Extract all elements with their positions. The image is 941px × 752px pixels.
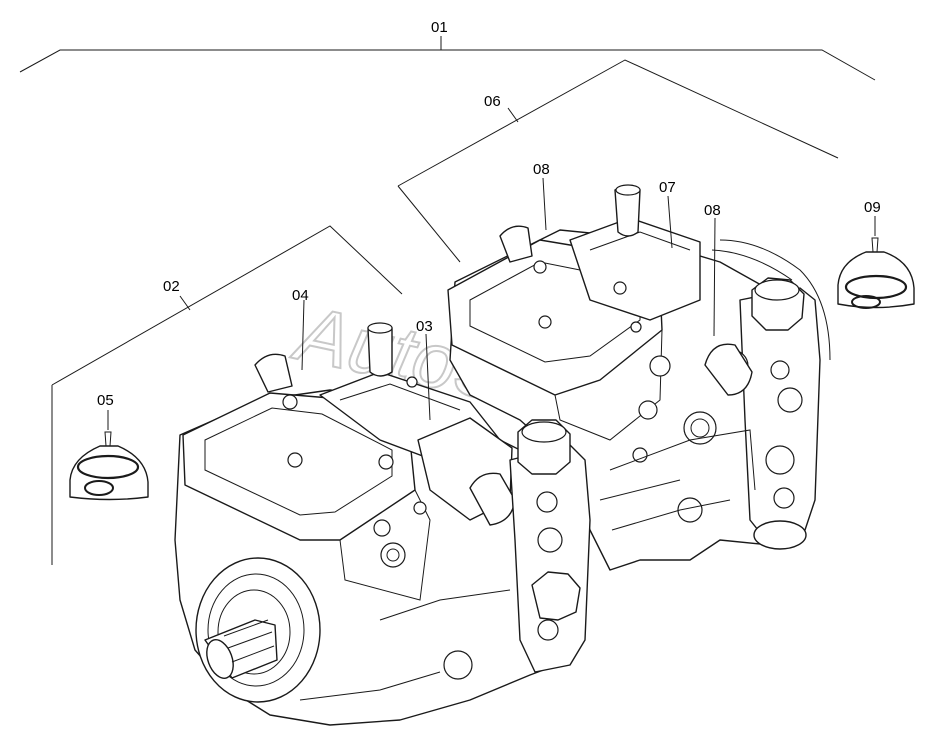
callout-08-right[interactable]: 08 — [704, 202, 721, 219]
callout-07[interactable]: 07 — [659, 179, 676, 196]
callout-04[interactable]: 04 — [292, 287, 309, 304]
callout-05[interactable]: 05 — [97, 392, 114, 409]
callout-03[interactable]: 03 — [416, 318, 433, 335]
callout-06[interactable]: 06 — [484, 93, 501, 110]
seal-kit-09 — [837, 237, 915, 309]
leader-lines — [301, 177, 716, 421]
bracket-01 — [19, 36, 876, 81]
callout-09[interactable]: 09 — [864, 199, 881, 216]
front-pump — [174, 322, 591, 726]
bracket-06 — [397, 59, 839, 263]
callout-02[interactable]: 02 — [163, 278, 180, 295]
rear-pump — [447, 184, 831, 571]
callout-01[interactable]: 01 — [431, 19, 448, 36]
bracket-02 — [51, 225, 403, 565]
seal-kit-05 — [69, 431, 149, 501]
callout-08-top[interactable]: 08 — [533, 161, 550, 178]
